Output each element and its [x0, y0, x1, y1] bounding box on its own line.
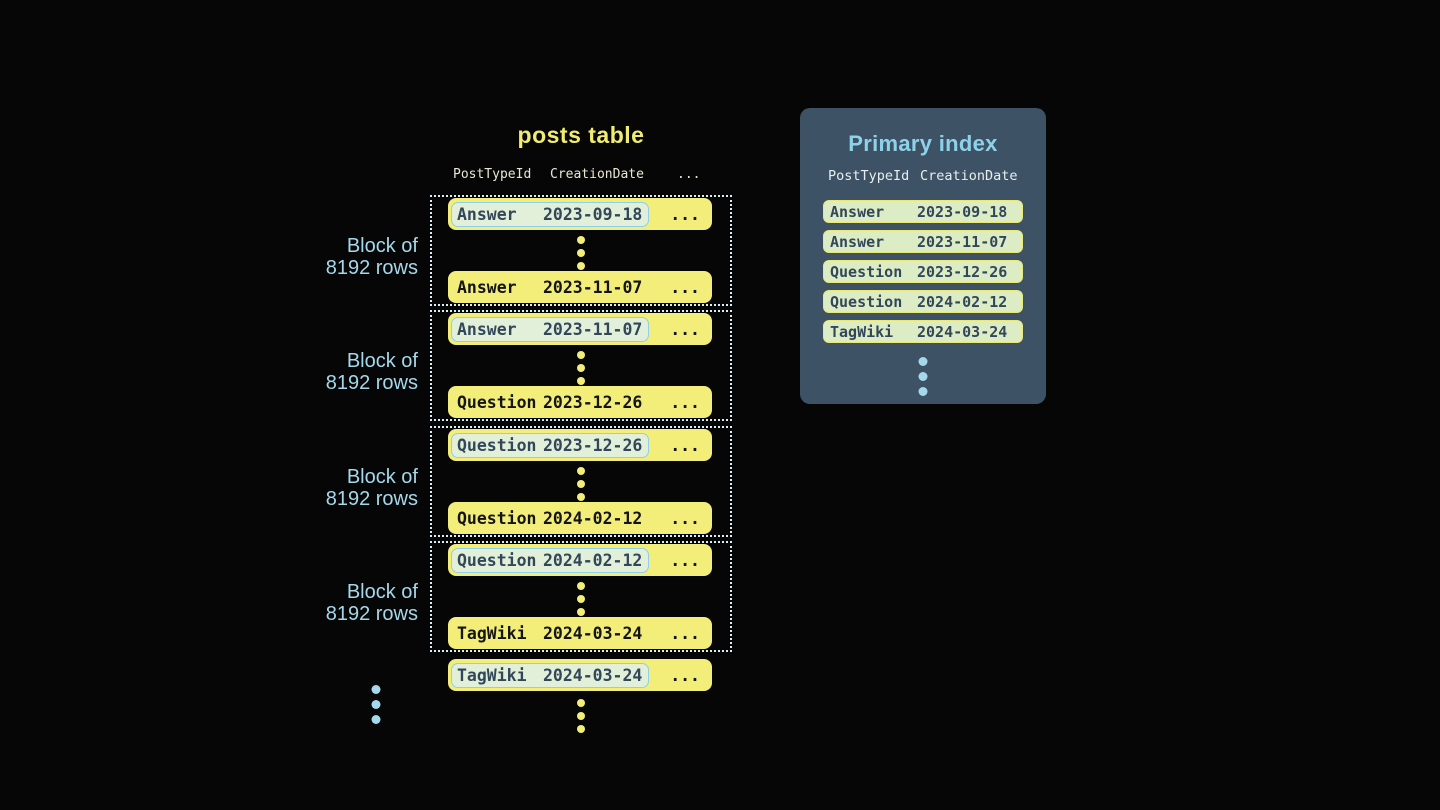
block-size-label: Block of 8192 rows — [248, 581, 418, 625]
block-size-label-line1: Block of — [346, 466, 418, 488]
posts-table-title: posts table — [517, 122, 645, 148]
index-cell-creationdate: 2024-03-24 — [917, 322, 1008, 341]
index-cell-posttypeid: Question — [830, 262, 903, 281]
block-size-label-line2: 8192 rows — [325, 488, 418, 510]
index-entry-highlight: Question 2023-12-26 — [451, 432, 650, 458]
index-cell-posttypeid: Question — [830, 292, 903, 311]
table-row: Answer 2023-09-18... — [448, 198, 712, 230]
index-row: Answer 2023-11-07 — [823, 230, 1023, 253]
table-row: TagWiki 2024-03-24... — [448, 659, 712, 691]
cell-more: ... — [670, 319, 700, 339]
table-row: Question 2024-02-12... — [448, 502, 712, 534]
cell-posttypeid: Answer — [457, 204, 517, 224]
index-cell-posttypeid: Answer — [830, 232, 885, 251]
column-header-more: ... — [677, 167, 701, 182]
block-size-label: Block of 8192 rows — [248, 466, 418, 510]
index-entry-highlight: Answer 2023-11-07 — [451, 316, 650, 342]
cell-more: ... — [670, 665, 700, 685]
index-row: Question 2023-12-26 — [823, 260, 1023, 283]
column-header-posttypeid: PostTypeId — [453, 167, 532, 182]
block-size-label: Block of 8192 rows — [248, 350, 418, 394]
cell-posttypeid: Question — [457, 508, 537, 528]
block-size-label-line1: Block of — [346, 581, 418, 603]
cell-more: ... — [670, 550, 700, 570]
cell-posttypeid: Question — [457, 435, 537, 455]
block-size-label-line2: 8192 rows — [325, 257, 418, 279]
row-ellipsis-dots — [577, 236, 585, 270]
index-entry-highlight: TagWiki 2024-03-24 — [451, 662, 650, 688]
cell-more: ... — [670, 623, 700, 643]
cell-creationdate: 2023-12-26 — [543, 435, 643, 455]
table-row: TagWiki 2024-03-24... — [448, 617, 712, 649]
cell-creationdate: 2024-02-12 — [543, 508, 643, 528]
column-header-creationdate: CreationDate — [550, 167, 644, 182]
table-continues-ellipsis-dots — [577, 699, 585, 733]
row-fields: Question 2023-12-26 — [451, 390, 649, 415]
block-size-label-line1: Block of — [346, 235, 418, 257]
index-header-creationdate: CreationDate — [920, 168, 1018, 184]
index-cell-creationdate: 2024-02-12 — [917, 292, 1008, 311]
cell-more: ... — [670, 392, 700, 412]
cell-creationdate: 2024-02-12 — [543, 550, 643, 570]
index-entry-highlight: Answer 2023-09-18 — [451, 201, 650, 227]
primary-index-title: Primary index — [848, 131, 998, 156]
table-row: Question 2023-12-26... — [448, 386, 712, 418]
more-blocks-ellipsis-dots — [371, 685, 381, 724]
row-ellipsis-dots — [577, 467, 585, 501]
row-ellipsis-dots — [577, 351, 585, 385]
table-row: Answer 2023-11-07... — [448, 271, 712, 303]
posts-block: Block of 8192 rows Question 2024-02-12...… — [326, 541, 732, 652]
index-cell-creationdate: 2023-09-18 — [917, 202, 1008, 221]
row-fields: Answer 2023-11-07 — [451, 275, 649, 300]
cell-creationdate: 2023-11-07 — [543, 319, 643, 339]
index-row: Question 2024-02-12 — [823, 290, 1023, 313]
cell-posttypeid: TagWiki — [457, 623, 527, 643]
cell-creationdate: 2024-03-24 — [543, 665, 643, 685]
cell-creationdate: 2023-09-18 — [543, 204, 643, 224]
cell-more: ... — [670, 508, 700, 528]
posts-block: Block of 8192 rows Question 2023-12-26...… — [326, 426, 732, 537]
table-row: Answer 2023-11-07... — [448, 313, 712, 345]
index-row: TagWiki 2024-03-24 — [823, 320, 1023, 343]
cell-posttypeid: TagWiki — [457, 665, 527, 685]
index-header-posttypeid: PostTypeId — [828, 168, 910, 184]
table-row: Question 2023-12-26... — [448, 429, 712, 461]
table-row: Question 2024-02-12... — [448, 544, 712, 576]
index-row: Answer 2023-09-18 — [823, 200, 1023, 223]
cell-posttypeid: Question — [457, 550, 537, 570]
cell-more: ... — [670, 204, 700, 224]
cell-posttypeid: Answer — [457, 277, 517, 297]
index-continues-ellipsis-dots — [918, 357, 928, 396]
cell-creationdate: 2023-11-07 — [543, 277, 643, 297]
cell-creationdate: 2023-12-26 — [543, 392, 643, 412]
block-size-label-line1: Block of — [346, 350, 418, 372]
index-cell-creationdate: 2023-12-26 — [917, 262, 1008, 281]
cell-posttypeid: Question — [457, 392, 537, 412]
cell-more: ... — [670, 435, 700, 455]
cell-posttypeid: Answer — [457, 319, 517, 339]
index-cell-posttypeid: Answer — [830, 202, 885, 221]
index-entry-highlight: Question 2024-02-12 — [451, 547, 650, 573]
block-size-label-line2: 8192 rows — [325, 372, 418, 394]
index-cell-posttypeid: TagWiki — [830, 322, 894, 341]
block-size-label: Block of 8192 rows — [248, 235, 418, 279]
row-fields: TagWiki 2024-03-24 — [451, 621, 649, 646]
row-ellipsis-dots — [577, 582, 585, 616]
cell-creationdate: 2024-03-24 — [543, 623, 643, 643]
primary-index-panel: Primary index PostTypeId CreationDate An… — [800, 108, 1046, 404]
index-cell-creationdate: 2023-11-07 — [917, 232, 1008, 251]
cell-more: ... — [670, 277, 700, 297]
row-fields: Question 2024-02-12 — [451, 506, 649, 531]
block-size-label-line2: 8192 rows — [325, 603, 418, 625]
